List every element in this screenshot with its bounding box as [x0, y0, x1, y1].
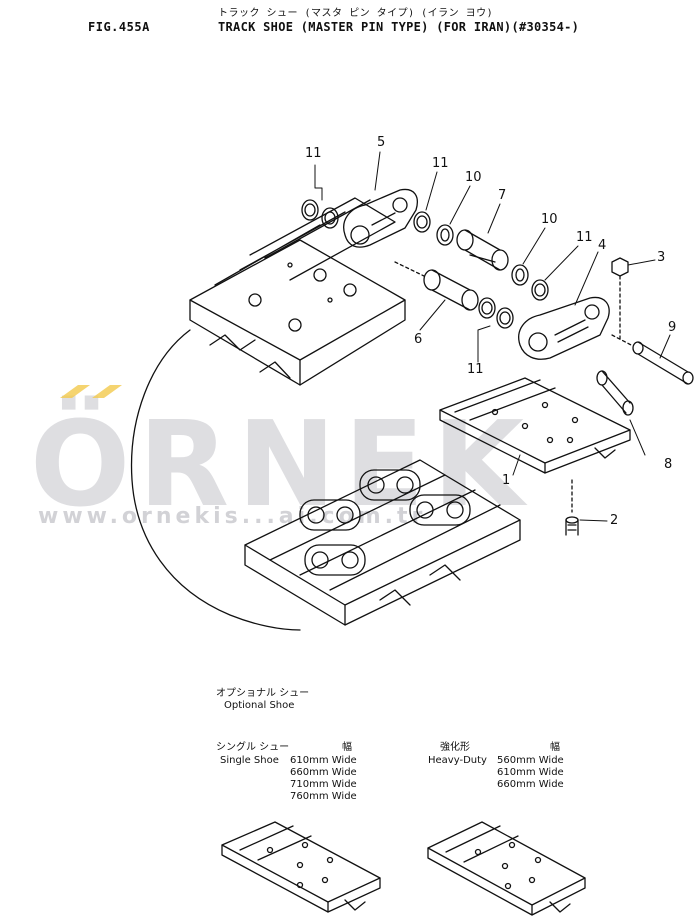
callout-9: 9 — [668, 320, 677, 335]
callout-4: 4 — [598, 238, 607, 253]
callout-5: 5 — [377, 135, 386, 150]
leader-lines — [314, 151, 671, 522]
single-width-4: 760mm Wide — [290, 791, 357, 802]
title-japanese: トラック シュー (マスタ ピン タイプ) (イラン ヨウ) — [218, 8, 494, 19]
callout-10: 10 — [465, 170, 482, 185]
part-6-bushing — [394, 261, 479, 311]
callout-8: 8 — [664, 457, 673, 472]
title-english: TRACK SHOE (MASTER PIN TYPE) (FOR IRAN)(… — [218, 20, 580, 34]
optional-shoe-en: Optional Shoe — [224, 700, 295, 711]
heavy-width-2: 610mm Wide — [497, 767, 564, 778]
part-2-bolt — [565, 479, 579, 536]
callout-11: 11 — [305, 146, 322, 161]
part-7-bushing — [456, 229, 509, 271]
lower-chain-assembly — [244, 459, 521, 626]
optional-single-shoe — [221, 821, 381, 913]
callout-6: 6 — [414, 332, 423, 347]
single-width-1: 610mm Wide — [290, 755, 357, 766]
single-width-jp: 幅 — [342, 742, 352, 753]
heavy-width-1: 560mm Wide — [497, 755, 564, 766]
part-5-master-link — [343, 188, 418, 248]
callout-1: 1 — [502, 473, 511, 488]
callout-11: 11 — [432, 156, 449, 171]
heavy-duty-en: Heavy-Duty — [428, 755, 487, 766]
part-10-seals — [436, 224, 529, 286]
callout-3: 3 — [657, 250, 666, 265]
watermark-brand: ÖRNEK — [30, 395, 532, 533]
part-9-master-pin — [611, 334, 694, 385]
heavy-width-jp: 幅 — [550, 742, 560, 753]
figure-number: FIG.455A — [88, 20, 150, 34]
single-shoe-jp: シングル シュー — [216, 742, 290, 753]
optional-shoe-jp: オプショナル シュー — [216, 688, 310, 699]
callout-11: 11 — [467, 362, 484, 377]
heavy-duty-jp: 強化形 — [440, 742, 470, 753]
single-width-3: 710mm Wide — [290, 779, 357, 790]
callout-11: 11 — [576, 230, 593, 245]
heavy-width-3: 660mm Wide — [497, 779, 564, 790]
part-3-nut — [611, 257, 629, 341]
optional-heavy-duty-shoe — [427, 821, 586, 916]
callout-2: 2 — [610, 513, 619, 528]
part-4-master-link — [518, 296, 610, 360]
callout-7: 7 — [498, 188, 507, 203]
track-loop-outline — [130, 329, 301, 631]
part-8-pin — [596, 370, 634, 416]
callout-10: 10 — [541, 212, 558, 227]
part-11-rings — [301, 199, 549, 329]
upper-shoe-plates — [189, 197, 406, 386]
single-shoe-en: Single Shoe — [220, 755, 279, 766]
single-width-2: 660mm Wide — [290, 767, 357, 778]
part-1-shoe — [439, 377, 631, 474]
